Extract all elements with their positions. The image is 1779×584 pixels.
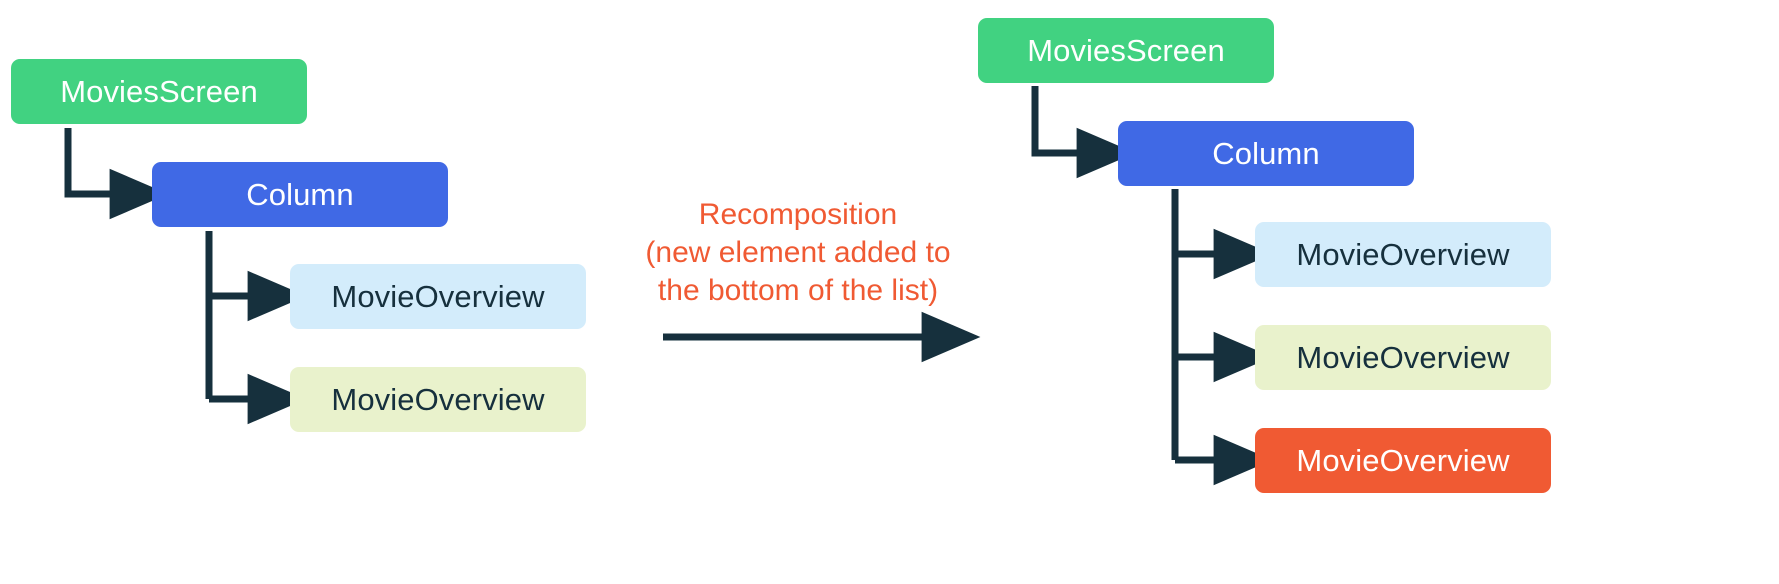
before-node-movies-screen[interactable]: MoviesScreen	[11, 59, 307, 124]
recomposition-caption-line-3: the bottom of the list)	[657, 274, 939, 307]
edge-right-column-to-children	[1171, 189, 1273, 486]
recomposition-caption-line-2: (new element added to	[645, 236, 951, 269]
recomposition-caption: Recomposition (new element added to the …	[598, 196, 998, 310]
after-node-movie-overview-2[interactable]: MovieOverview	[1255, 325, 1551, 390]
after-node-movies-screen[interactable]: MoviesScreen	[978, 18, 1274, 83]
after-node-movie-overview-3-new[interactable]: MovieOverview	[1255, 428, 1551, 493]
before-node-column[interactable]: Column	[152, 162, 448, 227]
before-node-movie-overview-1[interactable]: MovieOverview	[290, 264, 586, 329]
edge-left-root-to-column	[64, 128, 169, 220]
recomposition-caption-line-1: Recomposition	[698, 198, 898, 231]
edge-right-root-to-column	[1031, 86, 1136, 179]
after-node-movie-overview-1[interactable]: MovieOverview	[1255, 222, 1551, 287]
before-node-movie-overview-2[interactable]: MovieOverview	[290, 367, 586, 432]
edge-left-column-to-children	[205, 231, 307, 425]
after-node-column[interactable]: Column	[1118, 121, 1414, 186]
